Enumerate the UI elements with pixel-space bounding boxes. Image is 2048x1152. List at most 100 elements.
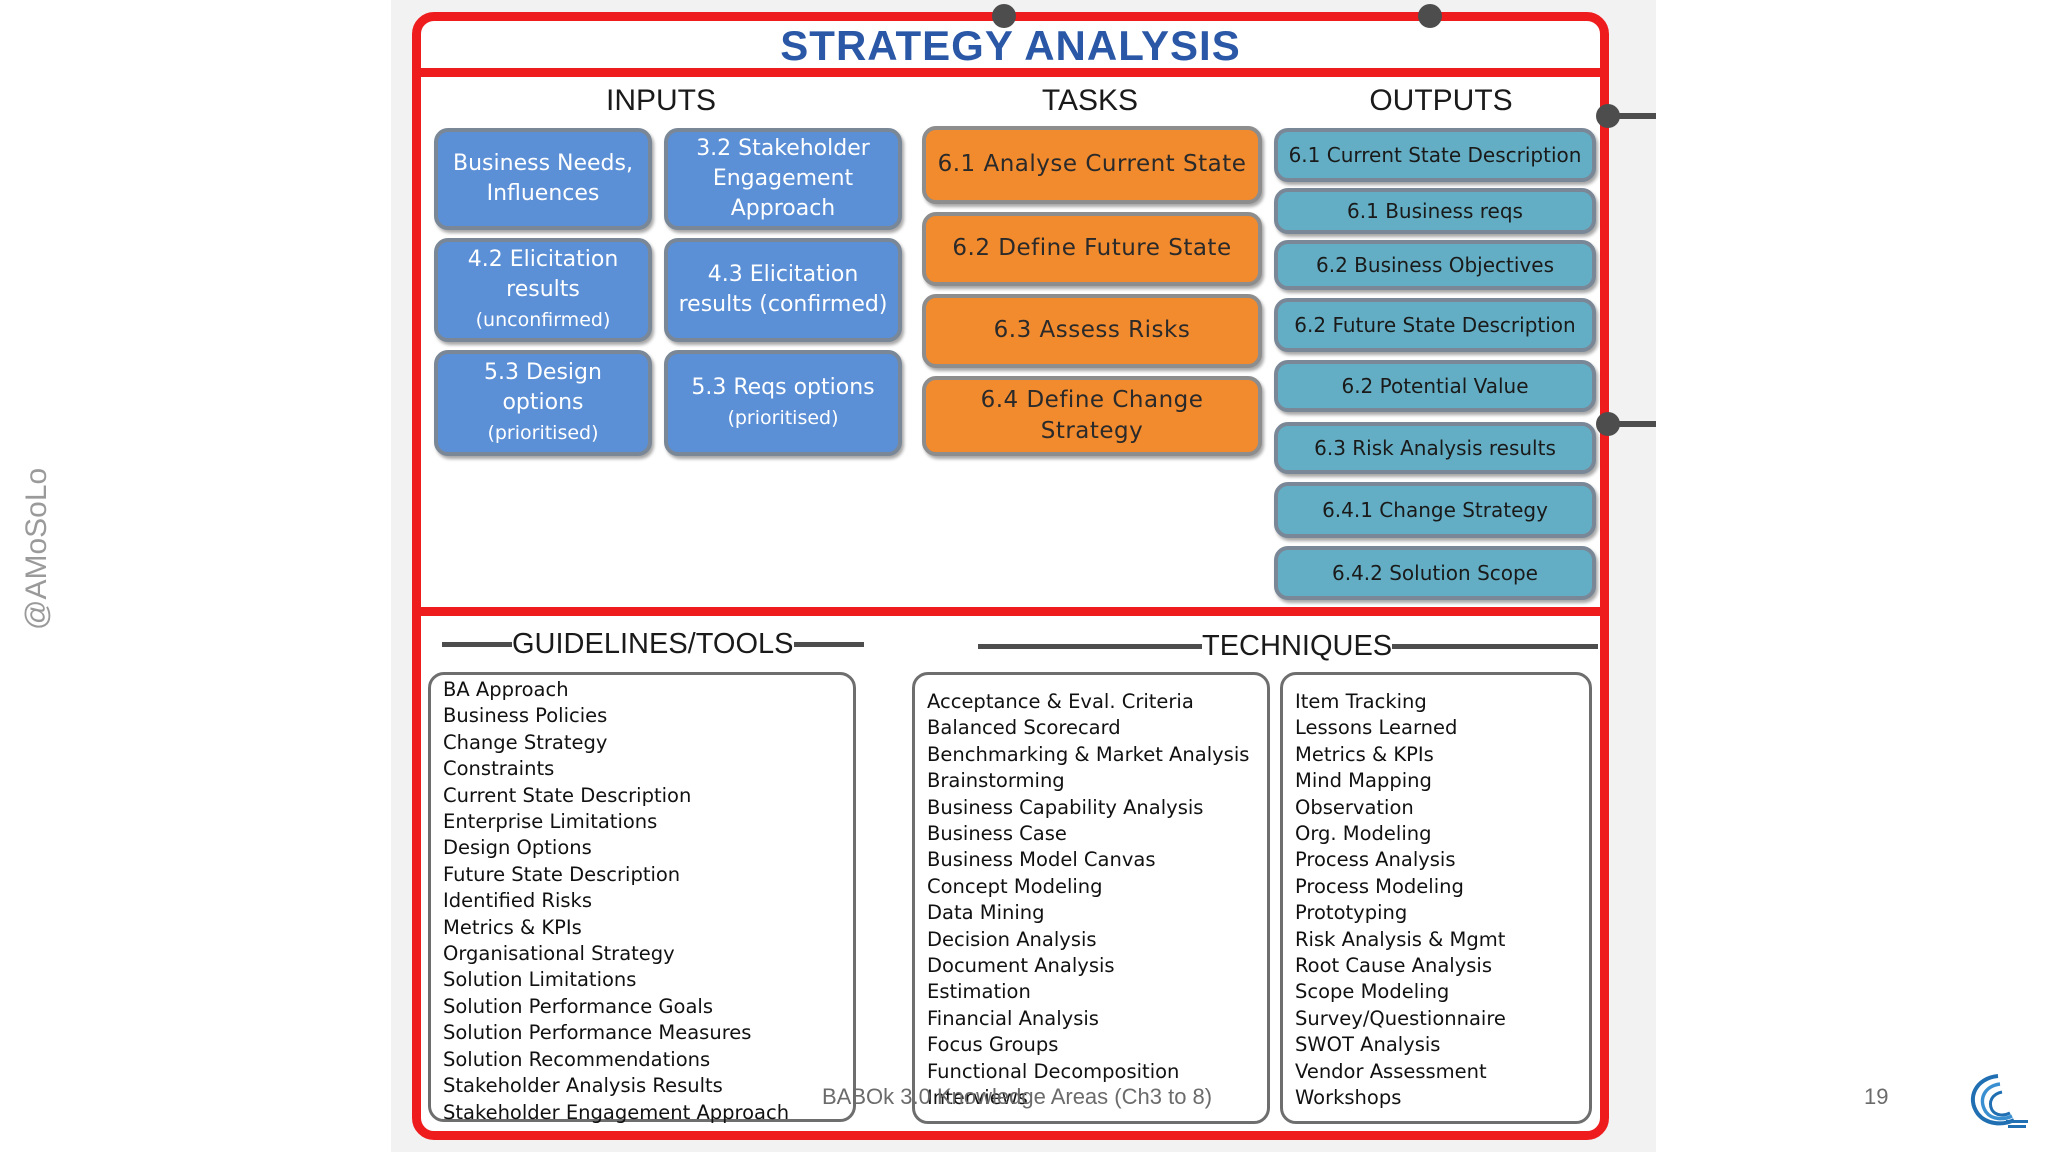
guideline-item: Solution Recommendations [443, 1047, 711, 1071]
technique-item: SWOT Analysis [1295, 1033, 1441, 1057]
connector-line [1612, 113, 1656, 119]
connector-dot [1418, 4, 1442, 28]
output-solution-scope: 6.4.2 Solution Scope [1274, 546, 1596, 600]
footer-text: BABOk 3.0 Knowledge Areas (Ch3 to 8) [822, 1084, 1213, 1109]
guideline-item: Business Policies [443, 704, 608, 728]
technique-item: Lessons Learned [1295, 716, 1458, 740]
output-label: 6.2 Business Objectives [1316, 252, 1554, 277]
heading-rule [978, 644, 1202, 649]
technique-item: Vendor Assessment [1295, 1059, 1487, 1083]
input-line: Business Needs, [453, 151, 633, 177]
input-line: results (confirmed) [678, 292, 888, 317]
organization-logo [1970, 1074, 2028, 1128]
technique-item: Root Cause Analysis [1295, 954, 1492, 978]
technique-item: Prototyping [1295, 901, 1408, 925]
input-line: 4.2 Elicitation [467, 247, 619, 273]
input-line: options [502, 390, 584, 416]
technique-item: Interviews [927, 1086, 1028, 1110]
technique-item: Business Capability Analysis [927, 795, 1204, 819]
connector-line [1612, 421, 1656, 427]
technique-item: Concept Modeling [927, 874, 1103, 898]
technique-item: Process Modeling [1295, 874, 1464, 898]
technique-item: Business Case [927, 822, 1067, 846]
task-analyse-current-state: 6.1 Analyse Current State [922, 126, 1262, 204]
guideline-item: Change Strategy [443, 730, 608, 754]
output-label: 6.2 Potential Value [1341, 373, 1529, 398]
output-label: 6.4.1 Change Strategy [1322, 497, 1548, 522]
guideline-item: Stakeholder Engagement Approach [443, 1100, 790, 1124]
output-label: 6.1 Current State Description [1288, 142, 1582, 167]
technique-item: Data Mining [927, 901, 1045, 925]
input-business-needs: Business Needs, Influences [434, 128, 652, 230]
technique-item: Process Analysis [1295, 848, 1456, 872]
heading-rule [793, 642, 864, 647]
input-line: 3.2 Stakeholder [696, 136, 870, 162]
input-line: (prioritised) [487, 421, 599, 444]
guideline-item: Constraints [443, 757, 555, 781]
output-label: 6.1 Business reqs [1347, 198, 1523, 223]
technique-item: Functional Decomposition [927, 1059, 1180, 1083]
task-label: 6.2 Define Future State [952, 235, 1232, 262]
guideline-item: Metrics & KPIs [443, 915, 582, 939]
input-line: Approach [730, 195, 836, 221]
input-reqs-options: 5.3 Reqs options(prioritised) [664, 350, 902, 456]
technique-item: Document Analysis [927, 954, 1115, 978]
input-line: Engagement [712, 166, 854, 192]
input-line: Influences [486, 181, 600, 206]
technique-item: Financial Analysis [927, 1006, 1099, 1030]
output-potential-value: 6.2 Potential Value [1274, 360, 1596, 412]
technique-item: Acceptance & Eval. Criteria [927, 690, 1194, 713]
technique-item: Mind Mapping [1295, 769, 1432, 793]
input-elicitation-unconfirmed: 4.2 Elicitation results (unconfirmed) [434, 238, 652, 342]
output-change-strategy: 6.4.1 Change Strategy [1274, 482, 1596, 538]
watermark: @AMoSoLo [20, 467, 53, 630]
page-number: 19 [1864, 1084, 1889, 1109]
input-line: 4.3 Elicitation [707, 262, 859, 288]
input-line: 5.3 Reqs options [691, 375, 875, 401]
output-current-state-description: 6.1 Current State Description [1274, 128, 1596, 182]
technique-item: Decision Analysis [927, 927, 1097, 951]
technique-item: Survey/Questionnaire [1295, 1006, 1506, 1030]
technique-item: Estimation [927, 980, 1031, 1004]
technique-item: Metrics & KPIs [1295, 742, 1434, 766]
task-label: Strategy [1040, 418, 1144, 444]
guideline-item: Identified Risks [443, 889, 592, 913]
output-label: 6.2 Future State Description [1294, 312, 1576, 337]
guideline-item: Solution Performance Measures [443, 1021, 752, 1045]
input-line: 5.3 Design [484, 360, 602, 386]
output-label: 6.4.2 Solution Scope [1331, 560, 1538, 585]
output-risk-analysis-results: 6.3 Risk Analysis results [1274, 422, 1596, 474]
technique-item: Scope Modeling [1295, 980, 1450, 1004]
title-divider [412, 68, 1609, 77]
output-business-reqs: 6.1 Business reqs [1274, 188, 1596, 234]
diagram-title: STRATEGY ANALYSIS [780, 22, 1241, 69]
guideline-item: Solution Limitations [443, 968, 637, 992]
input-line: results [506, 277, 580, 303]
task-define-future-state: 6.2 Define Future State [922, 212, 1262, 286]
connector-dot [992, 4, 1016, 28]
input-line: (unconfirmed) [475, 308, 611, 331]
guideline-item: Enterprise Limitations [443, 810, 658, 834]
task-label: 6.3 Assess Risks [993, 317, 1191, 344]
input-design-options: 5.3 Design options (prioritised) [434, 350, 652, 456]
section-divider [412, 607, 1609, 616]
guideline-item: Design Options [443, 836, 592, 860]
guidelines-heading: GUIDELINES/TOOLS [442, 628, 864, 661]
guideline-item: Stakeholder Analysis Results [443, 1074, 723, 1098]
techniques-heading: TECHNIQUES [978, 630, 1599, 663]
technique-item: Item Tracking [1295, 690, 1427, 713]
guideline-item: Solution Performance Goals [443, 994, 713, 1018]
technique-item: Workshops [1295, 1086, 1402, 1110]
guideline-item: Future State Description [443, 862, 681, 886]
technique-item: Balanced Scorecard [927, 716, 1121, 740]
heading-rule [442, 642, 512, 647]
tasks-heading: TASKS [1041, 84, 1139, 117]
heading-rule [1392, 644, 1599, 649]
output-business-objectives: 6.2 Business Objectives [1274, 240, 1596, 290]
guideline-item: BA Approach [443, 678, 569, 701]
output-future-state-description: 6.2 Future State Description [1274, 298, 1596, 352]
